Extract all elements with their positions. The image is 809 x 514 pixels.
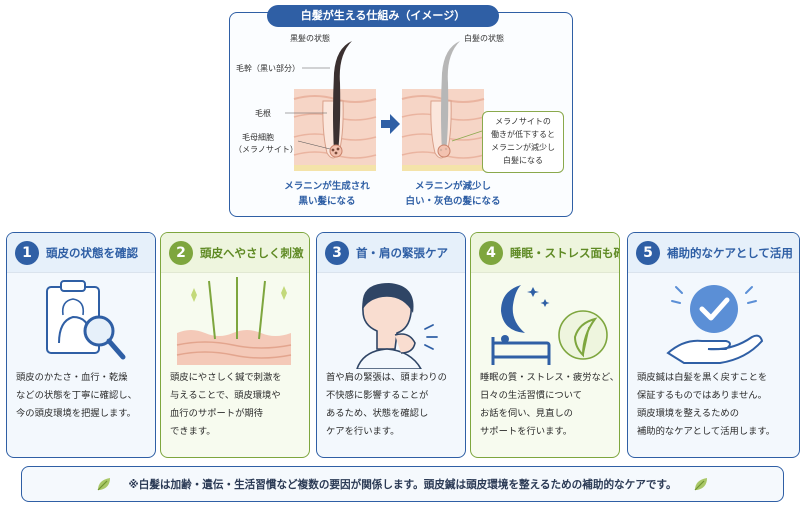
card-sleep-stress-check: 4 睡眠・ストレス面も確認 睡眠の質・ストレス・疲労など、 日々の生活習慣につい…: [470, 232, 620, 458]
card-header: 3 首・肩の緊張ケア: [317, 233, 465, 273]
body-line: サポートを行います。: [480, 426, 573, 437]
clipboard-magnifier-icon: [7, 273, 155, 369]
caption-line: 黒い髪になる: [298, 196, 356, 207]
note-line: 働きが低下すると: [491, 130, 555, 139]
body-line: 今の頭皮環境を把握します。: [16, 408, 136, 419]
body-line: ケアを行います。: [326, 426, 400, 437]
body-line: できます。: [170, 426, 216, 437]
card-body: 頭皮鍼は白髪を黒く戻すことを 保証するものではありません。 頭皮環境を整えるため…: [628, 369, 799, 441]
card-title: 補助的なケアとして活用: [667, 245, 793, 260]
note-line: メラニンが減少し: [491, 143, 555, 152]
step-number-badge: 4: [479, 240, 503, 265]
body-line: 血行のサポートが期待: [170, 408, 263, 419]
neck-touch-woman-icon: [317, 273, 465, 369]
melanocyte-note: メラノサイトの 働きが低下すると メラニンが減少し 白髪になる: [482, 111, 564, 173]
card-title: 頭皮へやさしく刺激: [200, 245, 304, 260]
card-body: 頭皮にやさしく鍼で刺激を 与えることで、頭皮環境や 血行のサポートが期待 できま…: [161, 369, 309, 441]
step-number-badge: 3: [325, 240, 349, 265]
body-line: などの状態を丁寧に確認し、: [16, 390, 137, 401]
card-body: 睡眠の質・ストレス・疲労など、 日々の生活習慣について お話を伺い、見直しの サ…: [471, 369, 619, 441]
note-line: 白髪になる: [503, 156, 543, 165]
body-line: 保証するものではありません。: [637, 390, 767, 401]
caption-line: メラニンが減少し: [414, 181, 491, 192]
body-line: 頭皮鍼は白髪を黒く戻すことを: [637, 372, 768, 383]
black-hair-scalp-block: [293, 41, 377, 171]
card-gentle-stimulation: 2 頭皮へやさしく刺激 頭皮にやさしく鍼で刺激を 与えることで、頭皮環境や 血行…: [160, 232, 310, 458]
body-line: 睡眠の質・ストレス・疲労など、: [480, 372, 619, 383]
caption-line: メラニンが生成され: [284, 181, 370, 192]
hair-matrix-label: 毛母細胞: [242, 133, 274, 142]
footer-text: ※白髪は加齢・遺伝・生活習慣など複数の要因が関係します。頭皮鍼は頭皮環境を整える…: [128, 478, 677, 491]
card-title: 睡眠・ストレス面も確認: [510, 245, 619, 260]
transition-arrow-icon: [381, 114, 400, 134]
white-hair-scalp-block: [401, 41, 485, 171]
melanocyte-label: （メラノサイト）: [234, 145, 298, 154]
caption-line: 白い・灰色の髪になる: [405, 196, 501, 207]
leaf-icon: [694, 478, 707, 491]
acupuncture-needles-icon: [161, 273, 309, 369]
body-line: あるため、状態を確認し: [326, 408, 429, 419]
note-line: メラノサイトの: [495, 117, 551, 126]
leaf-icon: [97, 478, 111, 491]
step-number-badge: 5: [636, 240, 660, 265]
body-line: 補助的なケアとして活用します。: [637, 426, 776, 437]
body-line: 頭皮のかたさ・血行・乾燥: [16, 372, 128, 383]
card-neck-shoulder-care: 3 首・肩の緊張ケア 首や肩の緊張は、頭まわりの 不快感に影響することが あるた…: [316, 232, 466, 458]
hand-checkmark-icon: [628, 273, 799, 369]
card-scalp-check: 1 頭皮の状態を確認 頭皮のかたさ・血行・乾燥 などの状態を丁寧に確認し、 今の…: [6, 232, 156, 458]
white-hair-caption: メラニンが減少し 白い・灰色の髪になる: [388, 179, 518, 209]
body-line: 頭皮にやさしく鍼で刺激を: [170, 372, 282, 383]
footer-note: ※白髪は加齢・遺伝・生活習慣など複数の要因が関係します。頭皮鍼は頭皮環境を整える…: [21, 466, 784, 502]
hair-diagram-illustration: [285, 41, 485, 171]
card-header: 2 頭皮へやさしく刺激: [161, 233, 309, 273]
hair-mechanism-diagram: 黒髪の状態 白髪の状態 毛幹（黒い部分） 毛根 毛母細胞 （メラノサイト） メラ…: [229, 12, 573, 217]
step-number-badge: 1: [15, 240, 39, 265]
black-hair-caption: メラニンが生成され 黒い髪になる: [268, 179, 386, 209]
card-body: 首や肩の緊張は、頭まわりの 不快感に影響することが あるため、状態を確認し ケア…: [317, 369, 465, 441]
moon-bed-leaf-icon: [471, 273, 619, 369]
card-body: 頭皮のかたさ・血行・乾燥 などの状態を丁寧に確認し、 今の頭皮環境を把握します。: [7, 369, 155, 423]
card-header: 1 頭皮の状態を確認: [7, 233, 155, 273]
hair-shaft-label: 毛幹（黒い部分）: [236, 64, 300, 73]
card-header: 5 補助的なケアとして活用: [628, 233, 799, 273]
card-header: 4 睡眠・ストレス面も確認: [471, 233, 619, 273]
hair-root-label: 毛根: [255, 109, 271, 118]
card-title: 首・肩の緊張ケア: [356, 245, 448, 260]
body-line: お話を伺い、見直しの: [480, 408, 573, 419]
white-hair-state-label: 白髪の状態: [464, 34, 504, 43]
diagram-title: 白髪が生える仕組み（イメージ）: [267, 5, 499, 27]
card-title: 頭皮の状態を確認: [46, 245, 138, 260]
body-line: 与えることで、頭皮環境や: [170, 390, 281, 401]
card-supplementary-care: 5 補助的なケアとして活用 頭皮鍼は白髪を黒く戻すことを 保証するものではありま…: [627, 232, 800, 458]
body-line: 頭皮環境を整えるための: [637, 408, 739, 419]
body-line: 不快感に影響することが: [326, 390, 429, 401]
step-number-badge: 2: [169, 240, 193, 265]
body-line: 日々の生活習慣について: [480, 390, 582, 401]
black-hair-state-label: 黒髪の状態: [290, 34, 330, 43]
body-line: 首や肩の緊張は、頭まわりの: [326, 372, 447, 383]
